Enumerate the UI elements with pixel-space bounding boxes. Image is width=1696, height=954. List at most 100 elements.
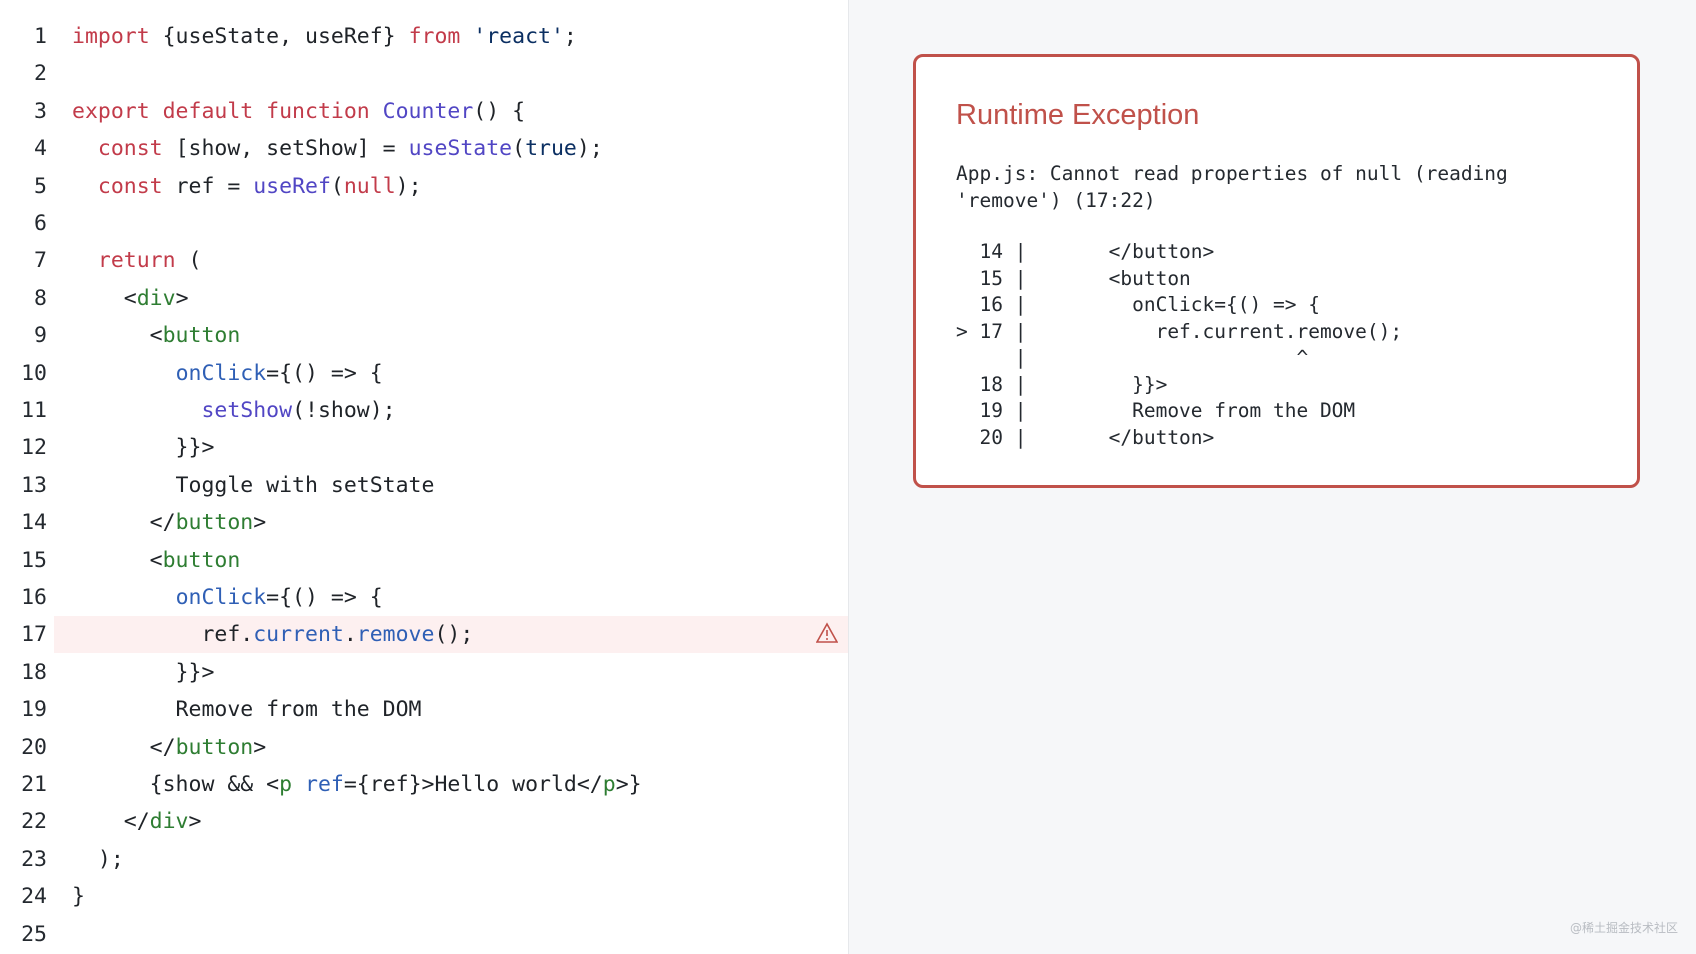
code-token: ref (305, 772, 344, 797)
code-token (72, 361, 176, 386)
code-token: import (72, 24, 150, 49)
code-text: Remove from the DOM (72, 697, 422, 722)
line-number: 10 (21, 360, 47, 386)
code-text: onClick={() => { (72, 585, 383, 610)
code-token: [show, setShow] = (162, 136, 409, 162)
code-line[interactable]: 9 <button (0, 317, 848, 354)
code-frame-line: 15 | <button (956, 266, 1191, 290)
code-token: setShow (201, 398, 293, 423)
code-text: </button> (72, 510, 267, 536)
code-line-error[interactable]: 17 ref.current.remove(); (21, 616, 848, 654)
code-text: return ( (72, 248, 202, 274)
code-token (292, 772, 305, 797)
line-number: 14 (21, 510, 47, 536)
code-token: button (162, 547, 241, 573)
code-token: > (253, 510, 267, 536)
code-frame-line: 16 | onClick={() => { (956, 293, 1320, 316)
code-token: } (72, 884, 85, 910)
code-token: </ (72, 809, 150, 835)
code-line[interactable]: 11 setShow(!show); (0, 392, 848, 429)
code-token: true (525, 136, 577, 162)
code-line[interactable]: 21 {show && <p ref={ref}>Hello world</p>… (0, 766, 848, 803)
line-number: 6 (34, 211, 47, 236)
code-token: ); (395, 173, 422, 199)
code-token (72, 136, 98, 161)
code-token: < (72, 323, 163, 349)
error-message: App.js: Cannot read properties of null (… (956, 162, 1520, 212)
code-line[interactable]: 23 ); (0, 841, 848, 878)
code-line[interactable]: 12 }}> (0, 429, 848, 466)
code-token (460, 24, 473, 49)
code-line[interactable]: 7 return ( (0, 242, 848, 279)
code-line[interactable]: 14 </button> (0, 504, 848, 541)
code-line[interactable]: 16 onClick={() => { (0, 579, 848, 616)
code-text: ref.current.remove(); (72, 622, 473, 647)
code-token: ( (512, 136, 526, 162)
code-line[interactable]: 15 <button (0, 542, 848, 579)
code-token: div (136, 285, 176, 311)
code-token: ); (72, 846, 124, 872)
code-token: useRef (253, 173, 331, 199)
code-line[interactable]: 5 const ref = useRef(null); (0, 168, 848, 205)
code-line[interactable]: 22 </div> (0, 803, 848, 840)
code-token: ref. (72, 622, 254, 648)
code-token: p (279, 772, 293, 797)
code-text: ); (72, 847, 124, 872)
code-line[interactable]: 13 Toggle with setState (0, 467, 848, 504)
code-frame-line: 18 | }}> (956, 372, 1168, 396)
code-line[interactable]: 2 (0, 55, 848, 92)
code-line[interactable]: 6 (0, 205, 848, 242)
code-token: > (175, 285, 189, 311)
code-token: >} (615, 772, 642, 797)
code-frame-line: 19 | Remove from the DOM (956, 399, 1356, 422)
code-line[interactable]: 4 const [show, setShow] = useState(true)… (0, 130, 848, 167)
code-text: } (72, 884, 85, 909)
runtime-exception-panel: Runtime Exception App.js: Cannot read pr… (913, 54, 1640, 488)
line-number: 18 (21, 659, 47, 685)
code-token: ref = (162, 173, 254, 199)
code-token: ( (175, 248, 202, 274)
code-text: import {useState, useRef} from 'react'; (72, 24, 577, 49)
code-text: <button (72, 547, 241, 573)
code-token: }}> (72, 435, 215, 461)
code-text: Toggle with setState (72, 473, 435, 498)
line-number: 17 (21, 622, 47, 648)
code-token: </ (72, 510, 176, 536)
code-token: {show && < (72, 772, 280, 797)
line-number: 5 (34, 173, 47, 199)
code-token: {useState, useRef} (149, 24, 409, 49)
code-token: () { (473, 98, 526, 124)
code-token: button (175, 734, 254, 760)
code-token: const (97, 136, 163, 162)
code-token: Counter (382, 98, 474, 124)
line-number: 24 (21, 884, 47, 910)
code-frame-line: | ^ (956, 346, 1309, 369)
warning-icon (816, 622, 838, 644)
code-text: const ref = useRef(null); (72, 174, 422, 199)
code-token: (); (434, 622, 474, 648)
code-line[interactable]: 20 </button> (0, 729, 848, 766)
line-number: 8 (34, 285, 47, 311)
code-line[interactable]: 25 (0, 916, 848, 953)
code-token: onClick (175, 360, 267, 386)
code-line[interactable]: 10 onClick={() => { (0, 355, 848, 392)
code-token: . (343, 622, 357, 648)
code-token: button (175, 510, 254, 536)
code-token (72, 174, 98, 199)
code-line[interactable]: 19 Remove from the DOM (0, 691, 848, 728)
code-token: > (253, 734, 267, 760)
code-line[interactable]: 18 }}> (0, 654, 848, 691)
code-token: < (72, 285, 137, 311)
code-frame-line: > 17 | ref.current.remove(); (956, 319, 1403, 343)
code-token (72, 585, 176, 610)
code-token: onClick (175, 585, 267, 610)
code-line[interactable]: 24} (0, 878, 848, 915)
code-text: }}> (72, 435, 215, 461)
code-token: div (149, 809, 189, 835)
code-token: null (343, 173, 396, 199)
code-line[interactable]: 8 <div> (0, 280, 848, 317)
code-token: return (97, 248, 176, 274)
